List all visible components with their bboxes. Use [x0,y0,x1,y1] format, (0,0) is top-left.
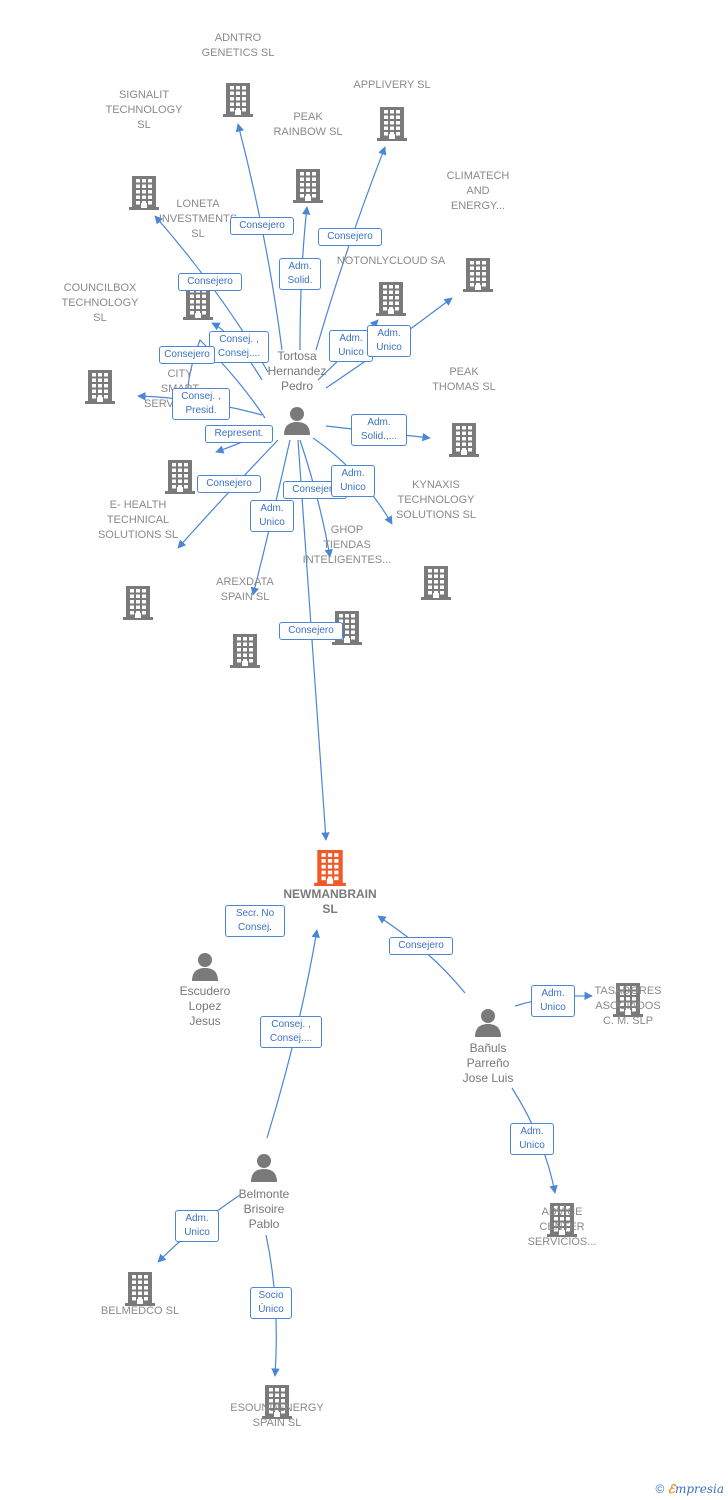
company-label-arexdata[interactable]: AREXDATA SPAIN SL [216,576,274,603]
main-building-icon[interactable] [314,850,346,891]
company-label-peak_thomas[interactable]: PEAK THOMAS SL [432,366,496,393]
building-icon[interactable] [165,460,195,499]
building-icon[interactable] [183,286,213,325]
edge-role-label[interactable]: Consej. , Presid. [172,388,230,420]
company-label-kynaxis[interactable]: KYNAXIS TECHNOLOGY SOLUTIONS SL [395,479,477,521]
edge-role-label[interactable]: Consejero [279,622,343,640]
person-icon[interactable] [190,951,220,986]
edge-role-label[interactable]: Consejero [318,228,382,246]
company-label-climatech[interactable]: CLIMATECH AND ENERGY... [446,170,510,212]
edge-role-label[interactable]: Adm. Unico [367,325,411,357]
person-label-escudero[interactable]: Escudero Lopez Jesus [179,984,231,1028]
edge-role-label[interactable]: Consejero [230,217,294,235]
company-label-ehealth[interactable]: E- HEALTH TECHNICAL SOLUTIONS SL [97,499,179,541]
company-label-tasadores[interactable]: TASADORES ASOCIADOS C. M. SLP [594,985,662,1027]
company-label-notonlycloud[interactable]: NOTONLYCLOUD SA [336,255,446,267]
company-label-advice[interactable]: ADVICE CENTER SERVICIOS... [527,1206,597,1248]
building-icon[interactable] [262,1385,292,1424]
edge-role-label[interactable]: Adm. Unico [331,465,375,497]
building-icon[interactable] [123,586,153,625]
edge-role-label[interactable]: Represent. [205,425,273,443]
building-icon[interactable] [223,83,253,122]
company-label-esoundenergy[interactable]: ESOUNDENERGY SPAIN SL [230,1402,324,1429]
building-icon[interactable] [293,169,323,208]
edge-tortosa-newmanbrain [297,439,330,841]
edge-role-label[interactable]: Consejero [197,475,261,493]
person-icon[interactable] [473,1007,503,1042]
empresia-logo: ℰmpresia [667,1482,724,1496]
edge-role-label[interactable]: Consejero [159,346,215,364]
building-icon[interactable] [547,1203,577,1242]
building-icon[interactable] [613,983,643,1022]
building-icon[interactable] [85,370,115,409]
person-icon[interactable] [249,1152,279,1187]
building-icon[interactable] [463,258,493,297]
person-label-tortosa[interactable]: Tortosa Hernandez Pedro [267,349,327,393]
company-label-signalit[interactable]: SIGNALIT TECHNOLOGY SL [105,89,183,131]
building-icon[interactable] [125,1272,155,1311]
edge-tortosa-applivery [315,146,387,351]
building-icon[interactable] [129,176,159,215]
copyright-symbol: © [655,1482,665,1496]
main-company-label[interactable]: NEWMANBRAIN SL [283,887,377,916]
company-label-loneta[interactable]: LONETA INVESTMENTS SL [158,198,238,240]
edge-tortosa-city-consejero [182,338,266,419]
building-icon[interactable] [449,423,479,462]
edge-role-label[interactable]: Consej. , Consej.... [209,331,269,363]
company-label-applivery[interactable]: APPLIVERY SL [353,79,431,91]
building-icon[interactable] [230,634,260,673]
edge-role-label[interactable]: Adm. Unico [175,1210,219,1242]
person-label-belmonte[interactable]: Belmonte Brisoire Pablo [238,1187,290,1231]
edge-role-label[interactable]: Consejero [389,937,453,955]
building-icon[interactable] [376,282,406,321]
edge-role-label[interactable]: Consejero [178,273,242,291]
edge-role-label[interactable]: Consej. , Consej.... [260,1016,322,1048]
edge-role-label[interactable]: Adm. Solid.,... [351,414,407,446]
company-label-belmedco[interactable]: BELMEDCO SL [100,1305,180,1317]
edge-role-label[interactable]: Adm. Unico [531,985,575,1017]
footer-brand[interactable]: © ℰmpresia [655,1482,724,1496]
edge-tortosa-adntro [235,123,283,351]
company-label-peak_rainbow[interactable]: PEAK RAINBOW SL [273,111,343,138]
edge-role-label[interactable]: Adm. Unico [250,500,294,532]
edge-role-label[interactable]: Secr. No Consej. [225,905,285,937]
edge-role-label[interactable]: Socio Único [250,1287,292,1319]
edge-role-label[interactable]: Adm. Solid. [279,258,321,290]
company-label-adntro[interactable]: ADNTRO GENETICS SL [201,32,275,59]
edge-tortosa-ghop [299,439,333,558]
person-icon[interactable] [282,405,312,440]
edge-role-label[interactable]: Adm. Unico [510,1123,554,1155]
person-label-banuls[interactable]: Bañuls Parreño Jose Luis [462,1041,514,1085]
building-icon[interactable] [421,566,451,605]
company-label-councilbox[interactable]: COUNCILBOX TECHNOLOGY SL [61,282,139,324]
company-label-ghop[interactable]: GHOP TIENDAS INTELIGENTES... [302,524,392,566]
building-icon[interactable] [377,107,407,146]
